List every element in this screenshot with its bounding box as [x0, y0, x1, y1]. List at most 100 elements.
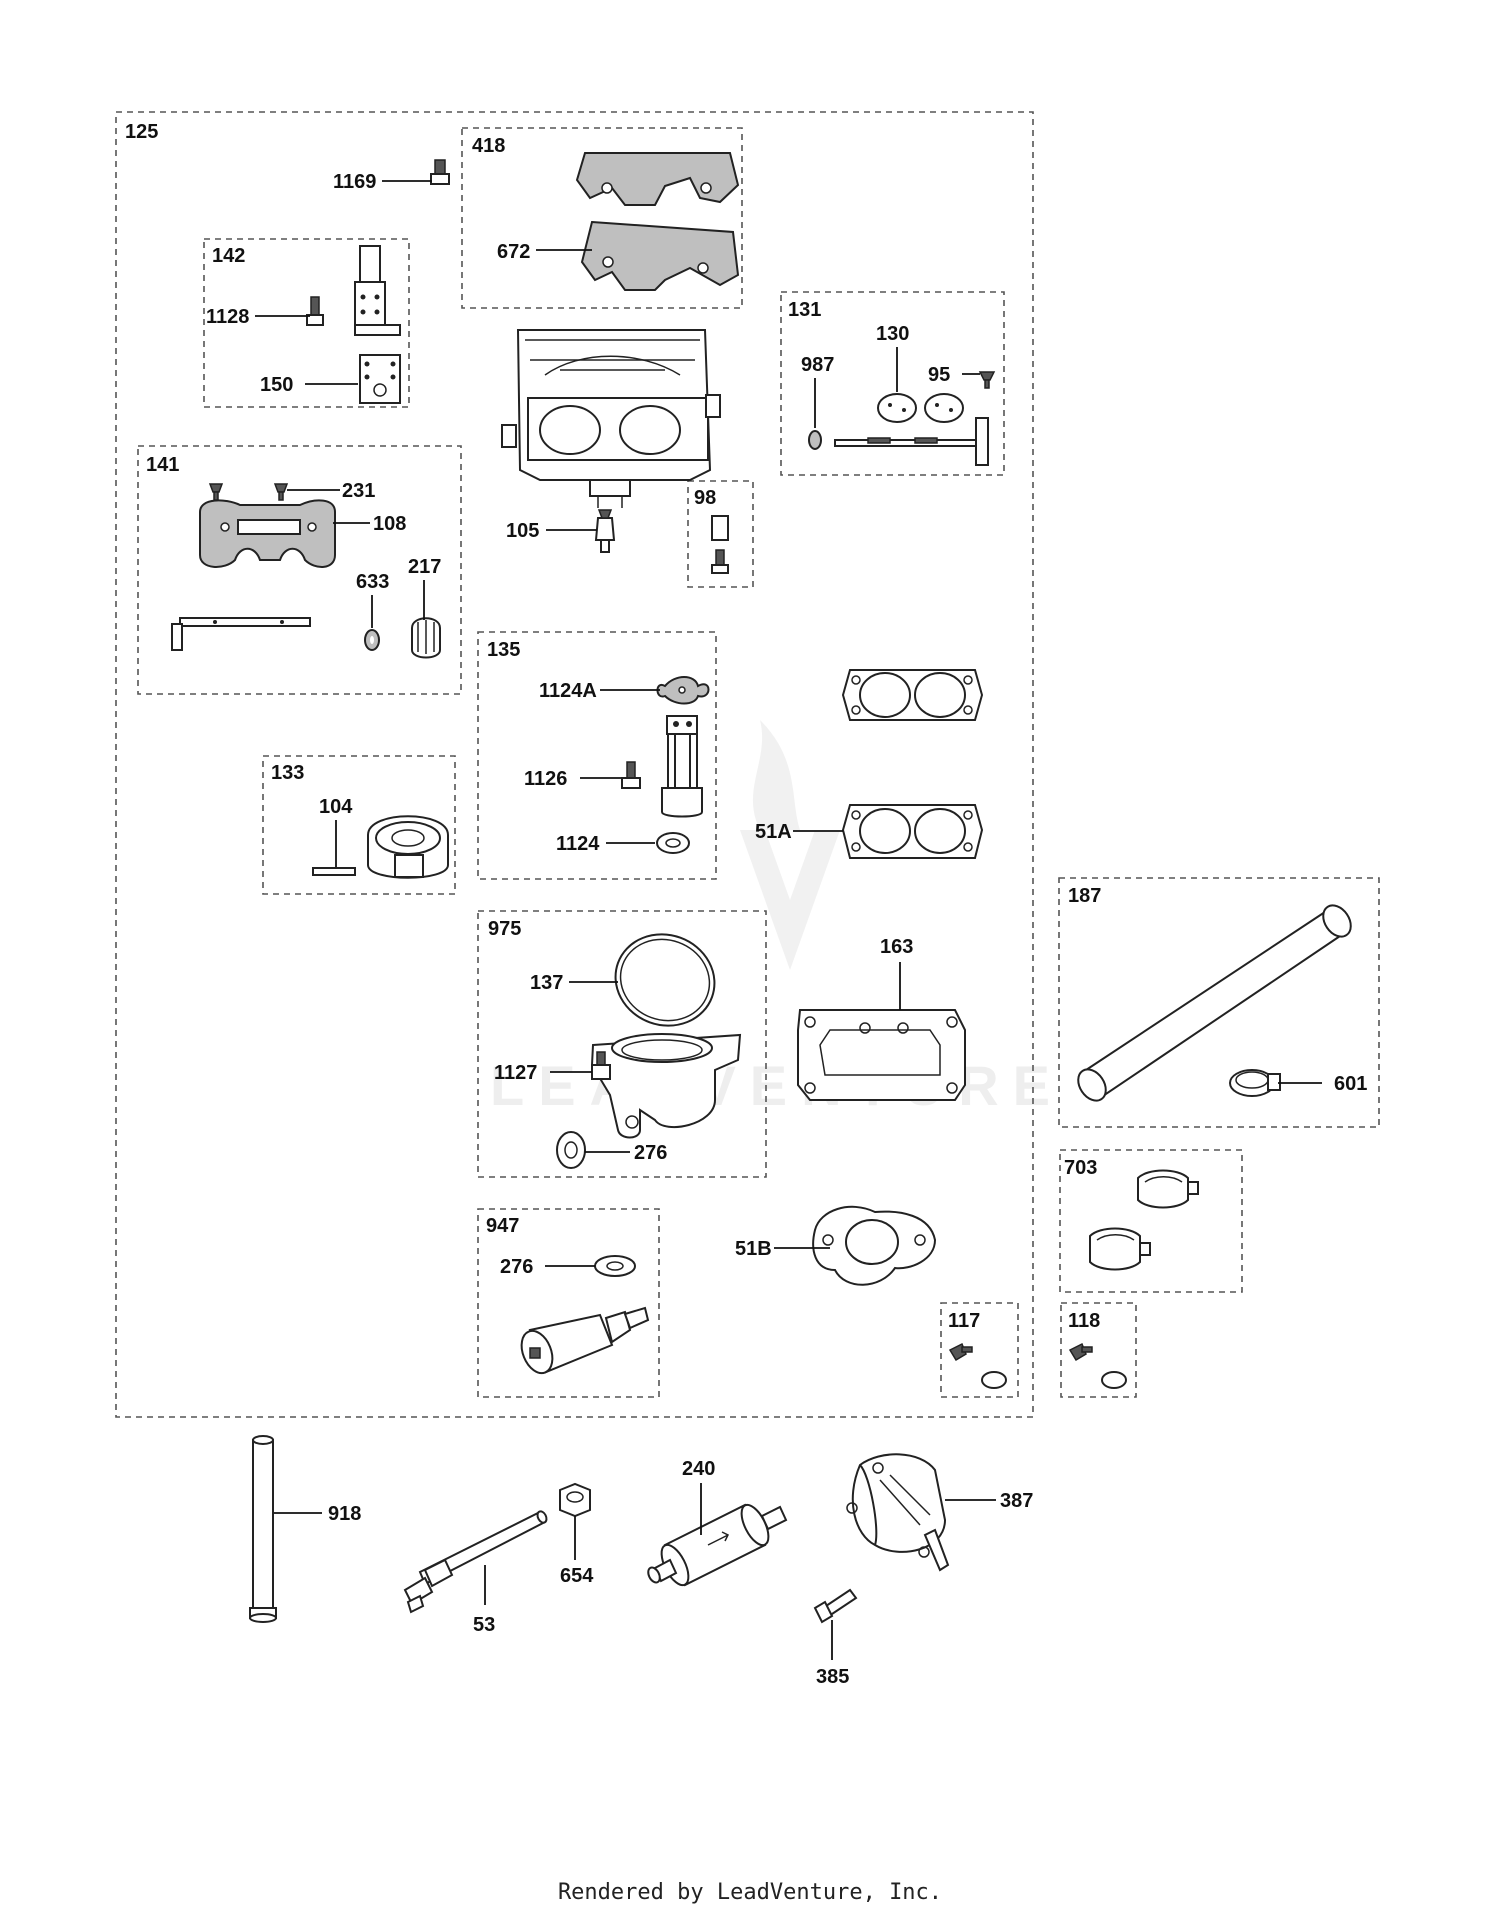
label-187: 187 [1068, 885, 1101, 907]
washer-633-icon [364, 629, 380, 651]
pin-104-icon [312, 867, 356, 876]
filter-240-icon [647, 1503, 788, 1587]
label-105: 105 [506, 520, 539, 542]
screws-231-icon [208, 483, 289, 501]
label-117: 117 [948, 1310, 980, 1332]
label-131: 131 [788, 299, 821, 321]
label-276-a: 276 [634, 1142, 667, 1164]
watermark-text: LEADVENTURE [490, 1054, 1064, 1117]
bracket-133-icon [367, 815, 449, 879]
label-163: 163 [880, 936, 913, 958]
label-142: 142 [212, 245, 245, 267]
label-918: 918 [328, 1503, 361, 1525]
label-141: 141 [146, 454, 179, 476]
callout-labels: 125 418 1169 672 142 1128 150 131 130 98… [125, 121, 1367, 1688]
group-box-418 [461, 127, 743, 309]
label-672: 672 [497, 241, 530, 263]
label-51B: 51B [735, 1238, 772, 1260]
label-1124: 1124 [556, 833, 600, 855]
label-51A: 51A [755, 821, 792, 843]
screw-washer-118-icon [1068, 1342, 1127, 1389]
shaft-53-icon [403, 1510, 548, 1614]
pump-387-icon [846, 1453, 950, 1572]
label-137: 137 [530, 972, 563, 994]
group-box-187 [1058, 877, 1380, 1128]
footer-credit: Rendered by LeadVenture, Inc. [557, 1880, 943, 1905]
float-135-icon [661, 715, 703, 818]
gasket-upper-icon [841, 669, 984, 721]
gasket-163-icon [797, 1009, 966, 1101]
plates-130-icon [877, 393, 964, 423]
washer-276b-icon [594, 1255, 636, 1277]
clamp-601-icon [1229, 1069, 1281, 1097]
label-53: 53 [473, 1614, 495, 1636]
clamps-703-icon [1089, 1169, 1199, 1271]
label-1124A: 1124A [539, 680, 597, 702]
group-box-118 [1060, 1302, 1137, 1398]
group-box-975 [477, 910, 767, 1178]
label-104: 104 [319, 796, 353, 818]
label-108: 108 [373, 513, 406, 535]
group-box-947 [477, 1208, 660, 1398]
clip-1124A-icon [656, 676, 710, 705]
label-118: 118 [1068, 1310, 1100, 1332]
gasket-51A-icon [841, 804, 984, 859]
plate-418-icon [575, 152, 740, 206]
label-654: 654 [560, 1565, 594, 1587]
group-box-98 [687, 480, 754, 588]
washer-276a-icon [556, 1131, 586, 1169]
label-95: 95 [928, 364, 950, 386]
label-125: 125 [125, 121, 158, 143]
label-601: 601 [1334, 1073, 1367, 1095]
label-217: 217 [408, 556, 441, 578]
gasket-51B-icon [812, 1205, 937, 1286]
washer-1124-icon [656, 832, 690, 854]
screw-1127-icon [591, 1051, 611, 1080]
label-385: 385 [816, 1666, 849, 1688]
group-box-141 [137, 445, 462, 695]
label-240: 240 [682, 1458, 715, 1480]
watermark-logo: LEADVENTURE [490, 720, 1064, 1117]
group-box-131 [780, 291, 1005, 476]
label-133: 133 [271, 762, 304, 784]
label-276-b: 276 [500, 1256, 533, 1278]
label-1126: 1126 [524, 768, 567, 790]
washer-987-icon [808, 430, 822, 450]
plate-108-icon [199, 499, 336, 568]
spring-217-icon [411, 617, 441, 659]
screw-washer-117-icon [948, 1342, 1007, 1389]
label-387: 387 [1000, 1490, 1033, 1512]
bracket-142-icon [354, 245, 401, 336]
plate-672-icon [580, 220, 740, 291]
carburetor-body-icon [501, 329, 721, 508]
shaft-131-icon [834, 417, 989, 466]
shaft-141-icon [171, 617, 311, 651]
leader-lines [255, 180, 1322, 1660]
label-633: 633 [356, 571, 389, 593]
screw-1128-icon [306, 296, 324, 326]
label-231: 231 [342, 480, 375, 502]
label-975: 975 [488, 918, 521, 940]
screw-1169-icon [430, 159, 450, 185]
group-box-142 [203, 238, 410, 408]
group-box-117 [940, 1302, 1019, 1398]
label-947: 947 [486, 1215, 519, 1237]
label-418: 418 [472, 135, 505, 157]
jet-98-icon [711, 515, 729, 574]
label-135: 135 [487, 639, 520, 661]
label-150: 150 [260, 374, 293, 396]
needle-105-icon [594, 509, 616, 553]
nut-654-icon [559, 1482, 591, 1518]
tube-918-icon [249, 1435, 277, 1623]
bowl-975-icon [590, 1033, 742, 1139]
label-987: 987 [801, 354, 834, 376]
label-130: 130 [876, 323, 909, 345]
screw-1126-icon [621, 761, 641, 789]
label-703: 703 [1064, 1157, 1097, 1179]
label-1127: 1127 [494, 1062, 537, 1084]
screw-95-icon [978, 371, 996, 389]
oring-137-icon [614, 933, 716, 1027]
screw-385-icon [813, 1588, 858, 1624]
label-1128: 1128 [206, 306, 249, 328]
